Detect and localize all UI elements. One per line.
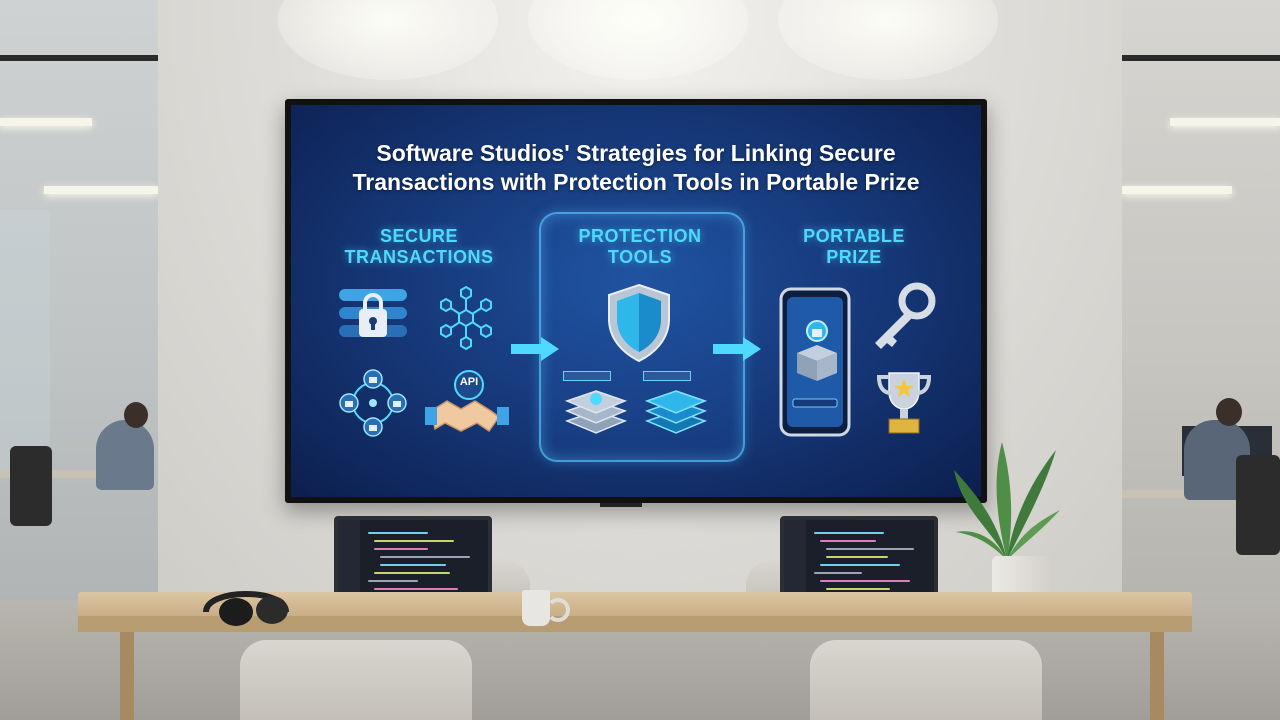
tv-screen: Software Studios' Strategies for Linking… <box>291 105 981 497</box>
ceiling-lamp <box>1122 186 1232 194</box>
office-chair <box>1236 455 1280 555</box>
ui-chip <box>643 371 691 381</box>
lock-network-icon <box>339 369 407 437</box>
portable-prize-heading: PORTABLE PRIZE <box>754 226 954 268</box>
heading-line: TOOLS <box>607 247 673 267</box>
ceiling-lamp <box>0 118 92 126</box>
tv-mount <box>600 503 642 507</box>
arrow-right-icon <box>511 337 559 361</box>
code-line <box>374 548 428 550</box>
hexagon-network-icon <box>440 285 492 351</box>
mug-handle <box>546 598 570 622</box>
code-line <box>374 572 450 574</box>
ceiling-lamp <box>1170 118 1280 126</box>
code-line <box>374 540 454 542</box>
background-desk <box>0 470 150 478</box>
wall-light <box>528 0 748 80</box>
key-icon <box>875 282 936 349</box>
protection-tools-heading: PROTECTION TOOLS <box>539 226 741 268</box>
heading-line: SECURE <box>379 226 458 246</box>
api-handshake-icon <box>425 370 509 433</box>
code-line <box>380 564 446 566</box>
code-line <box>374 588 458 590</box>
wall-light <box>278 0 498 80</box>
desk-edge <box>78 616 1192 632</box>
background-person <box>96 420 154 490</box>
person-head <box>1216 398 1242 426</box>
layer-stack-icon <box>644 390 708 434</box>
wall-tv: Software Studios' Strategies for Linking… <box>285 99 987 503</box>
code-line <box>826 588 890 590</box>
arrow-right-icon <box>713 337 761 361</box>
ui-chip <box>563 371 611 381</box>
front-chair <box>240 640 472 720</box>
window <box>0 210 50 470</box>
headphones <box>203 591 289 626</box>
code-line <box>826 556 888 558</box>
secure-transactions-heading: SECURE TRANSACTIONS <box>319 226 519 268</box>
heading-line: PORTABLE <box>803 226 905 246</box>
code-line <box>820 580 910 582</box>
slide-title-line-1: Software Studios' Strategies for Linking… <box>376 140 896 166</box>
api-label: API <box>459 376 479 388</box>
coffee-mug <box>522 590 550 626</box>
desk-leg <box>1150 632 1164 720</box>
server-lock-icon <box>339 289 407 337</box>
heading-line: PROTECTION <box>578 226 702 246</box>
person-head <box>124 402 148 428</box>
desk-leg <box>120 632 134 720</box>
treasure-chest-icon <box>797 320 837 381</box>
slide-title-line-2: Transactions with Protection Tools in Po… <box>352 169 920 195</box>
potted-plant <box>954 442 1060 560</box>
code-line <box>814 532 884 534</box>
ceiling-beam <box>0 55 158 61</box>
shield-icon <box>608 283 670 363</box>
ceiling-beam <box>1122 55 1280 61</box>
code-line <box>820 540 876 542</box>
code-line <box>368 532 428 534</box>
code-line <box>826 548 914 550</box>
code-line <box>380 556 470 558</box>
front-chair <box>810 640 1042 720</box>
ceiling-lamp <box>44 186 158 194</box>
wall-light <box>778 0 998 80</box>
code-line <box>814 572 862 574</box>
heading-line: PRIZE <box>826 247 882 267</box>
trophy-icon <box>876 372 932 434</box>
office-chair <box>10 446 52 526</box>
heading-line: TRANSACTIONS <box>344 247 494 267</box>
code-line <box>820 564 900 566</box>
code-line <box>368 580 418 582</box>
layer-stack-icon <box>564 390 628 434</box>
